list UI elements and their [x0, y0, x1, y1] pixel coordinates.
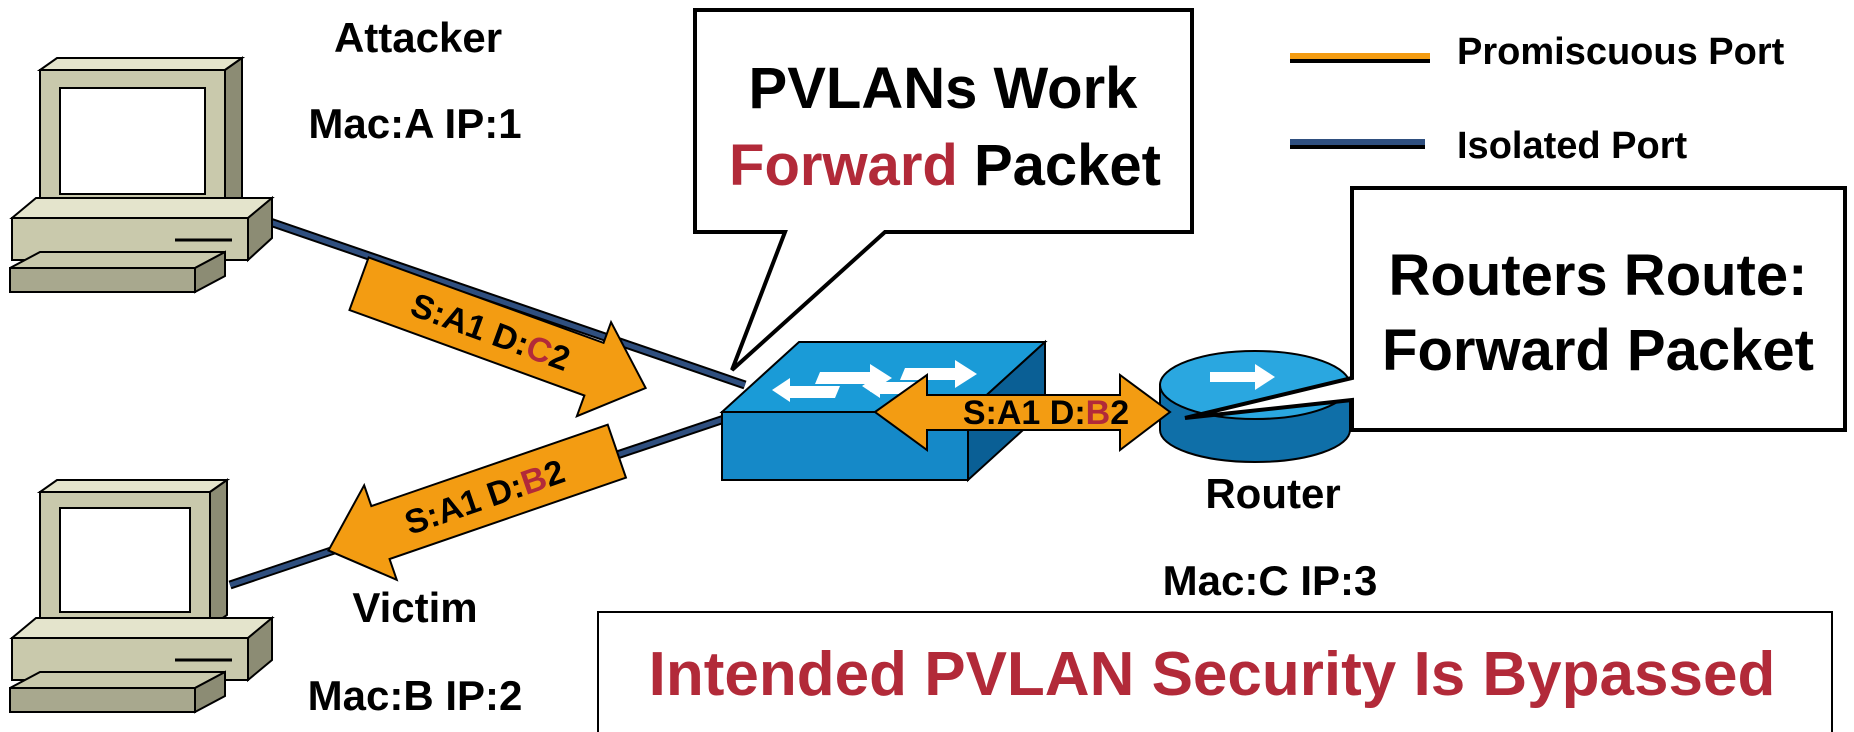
packet-arrow-switch-to-victim: S:A1 D:B2: [327, 423, 628, 582]
attacker-computer-icon: [9, 56, 275, 294]
victim-name: Victim: [352, 584, 477, 631]
callout-routers-line1: Routers Route:: [1389, 243, 1808, 308]
banner-text: Intended PVLAN Security Is Bypassed: [649, 640, 1776, 709]
victim-address: Mac:B IP:2: [308, 672, 523, 719]
victim-computer-icon: [9, 478, 275, 714]
legend: Promiscuous Port Isolated Port: [1290, 31, 1785, 167]
callout-pvlans-work: PVLANs Work Forward Packet: [693, 8, 1194, 372]
callout-routers-route: Routers Route: Forward Packet: [1184, 186, 1847, 432]
legend-promiscuous-label: Promiscuous Port: [1457, 31, 1785, 73]
router-address: Mac:C IP:3: [1163, 557, 1378, 604]
attacker-name: Attacker: [334, 14, 502, 61]
callout-routers-line2: Forward Packet: [1382, 318, 1814, 383]
legend-isolated-label: Isolated Port: [1457, 125, 1687, 167]
callout-pvlans-line1: PVLANs Work: [749, 56, 1139, 121]
legend-promiscuous-swatch: [1290, 53, 1430, 63]
packet-arrow-attacker-to-switch: S:A1 D:C2: [348, 256, 648, 418]
attacker-link: [268, 217, 747, 390]
packet-arrow-router-switch: S:A1 D:B2: [873, 373, 1172, 453]
bypass-banner: Intended PVLAN Security Is Bypassed: [597, 611, 1833, 732]
legend-isolated-swatch: [1290, 139, 1425, 149]
attacker-address: Mac:A IP:1: [308, 100, 521, 147]
svg-text:S:A1 D:B2: S:A1 D:B2: [963, 394, 1129, 432]
callout-pvlans-line2: Forward Packet: [729, 133, 1161, 198]
router-name: Router: [1205, 470, 1340, 517]
